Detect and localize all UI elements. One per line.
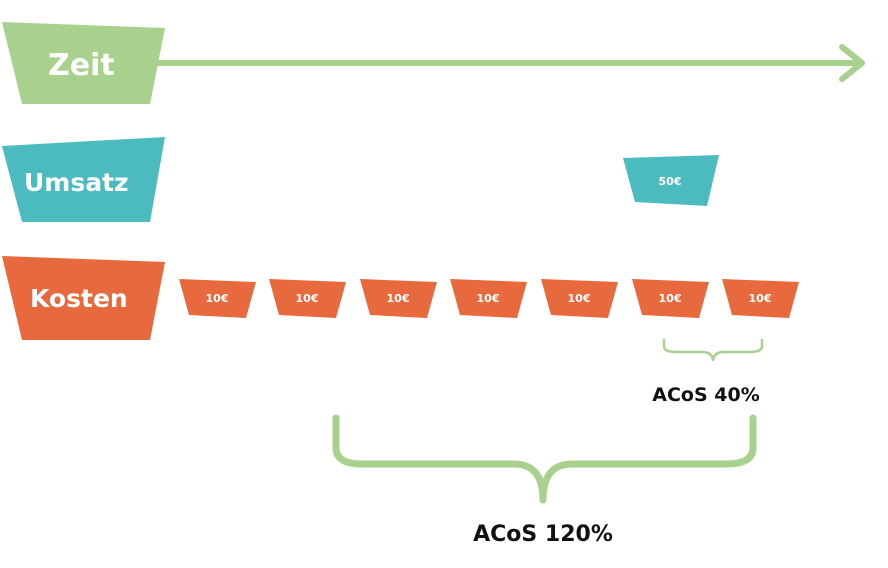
kosten-chip-shape [360,279,437,318]
umsatz-chip-shape [623,155,719,206]
kosten-chip-label: 10€ [749,292,772,305]
kosten-chip: 10€ [360,279,437,318]
kosten-row: Kosten 10€ 10€ 10€ 10€ 10€ 10€ 10€ [2,256,799,340]
small-brace [662,338,764,362]
zeit-label: Zeit [48,48,115,83]
kosten-label: Kosten [30,284,128,313]
kosten-chip-shape [541,279,618,318]
kosten-chip-label: 10€ [387,292,410,305]
kosten-label-shape [2,256,165,340]
kosten-chip-label: 10€ [296,292,319,305]
acos-large-group: ACoS 120% [332,414,757,547]
kosten-chip-label: 10€ [477,292,500,305]
umsatz-chip: 50€ [623,155,719,206]
umsatz-row: Umsatz 50€ [2,137,719,222]
timeline-arrow-head-icon [839,44,865,82]
kosten-chip: 10€ [722,279,799,318]
kosten-chip-shape [722,279,799,318]
kosten-chip-label: 10€ [206,292,229,305]
large-brace [332,414,757,504]
acos-small-group: ACoS 40% [652,338,764,406]
kosten-chip-shape [632,279,709,318]
umsatz-chip-label: 50€ [659,175,682,188]
kosten-chip-shape [179,279,256,318]
kosten-chip: 10€ [450,279,527,318]
kosten-chip-shape [450,279,527,318]
kosten-chip: 10€ [632,279,709,318]
kosten-chip-label: 10€ [568,292,591,305]
acos-small-label: ACoS 40% [652,384,759,406]
kosten-chip: 10€ [179,279,256,318]
kosten-chip: 10€ [541,279,618,318]
zeit-row: Zeit [2,22,865,104]
kosten-chip: 10€ [269,279,346,318]
zeit-label-shape [2,22,165,104]
acos-large-label: ACoS 120% [473,522,613,547]
kosten-chip-shape [269,279,346,318]
kosten-chip-label: 10€ [659,292,682,305]
umsatz-label: Umsatz [24,168,129,197]
umsatz-label-shape [2,137,165,222]
